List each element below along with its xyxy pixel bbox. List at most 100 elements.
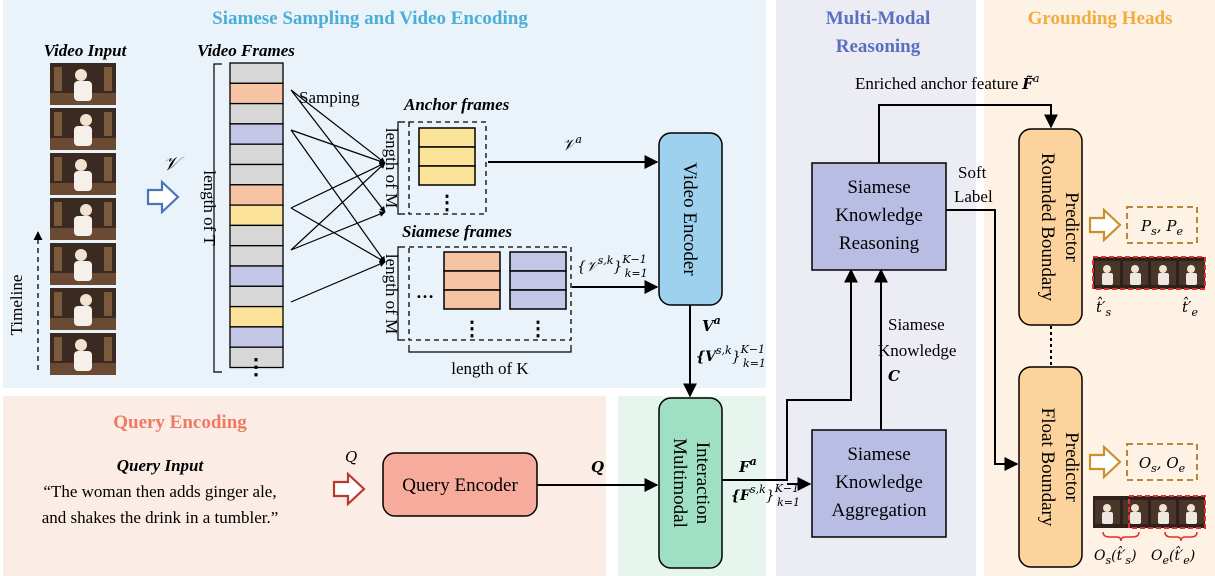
rounded-end-symbol: t̂′e [1182, 297, 1198, 319]
siamese-knowledge-label-1: Siamese [888, 315, 945, 334]
sampling-arrows [290, 89, 386, 303]
float-end-brace [1164, 531, 1198, 542]
video-frame [229, 346, 284, 369]
float-predictor-label-2: Predictor [1061, 432, 1082, 502]
siamese-knowledge-label-2: Knowledge [878, 341, 956, 360]
siamese-ellipsis-2: ⋮ [528, 318, 548, 340]
section-title-multimodal-reasoning-1: Multi-Modal [826, 8, 931, 29]
anchor-frames-box [408, 121, 487, 215]
section-title-grounding-heads: Grounding Heads [1028, 8, 1173, 29]
soft-label-2: Label [954, 187, 993, 206]
float-output-box [1126, 443, 1198, 481]
rounded-output-box [1126, 206, 1198, 244]
float-output-arrow [1088, 444, 1122, 480]
query-input-arrow [332, 471, 366, 507]
frames-ellipsis: ⋮ [245, 354, 267, 379]
rounded-output-arrow [1088, 207, 1122, 243]
video-input-thumbnails [50, 63, 116, 375]
query-text-line2: and shakes the drink in a tumbler.” [42, 508, 279, 527]
multimodal-interaction-label-1: Multimodal [669, 438, 690, 528]
anchor-frame-stack [418, 127, 476, 186]
rounded-boundary-predictor-box [1018, 128, 1083, 326]
float-end-symbol: Oe(t̂′e) [1151, 545, 1195, 567]
anchor-ellipsis: ⋮ [437, 192, 457, 214]
reasoning-label-1: Siamese [847, 177, 910, 198]
length-of-k-label: length of K [451, 359, 529, 378]
aggregation-label-1: Siamese [847, 444, 910, 465]
section-title-query-encoding: Query Encoding [113, 412, 247, 433]
video-frames-column [229, 62, 284, 369]
rounded-output-selection [1092, 256, 1206, 290]
video-frame [229, 245, 284, 267]
siamese-dots: … [416, 282, 434, 302]
video-thumbnail [50, 153, 116, 195]
siamese-ellipsis-1: ⋮ [462, 318, 482, 340]
siamese-lavender-stack [509, 251, 567, 310]
k-bracket [408, 345, 572, 353]
knowledge-reasoning-box [811, 162, 947, 271]
video-frame [229, 265, 284, 287]
rounded-output-text: Ps, Pe [1140, 217, 1183, 238]
video-frame [229, 62, 284, 84]
aggregation-label-3: Aggregation [832, 500, 927, 521]
section-title-multimodal-reasoning-2: Reasoning [836, 36, 921, 57]
siamese-frames-label: Siamese frames [402, 222, 512, 241]
siamese-m-bracket [397, 246, 405, 341]
soft-label-arrow [946, 209, 1019, 471]
soft-label-1: Soft [958, 163, 987, 182]
reasoning-label-2: Knowledge [835, 205, 923, 226]
video-frame [229, 184, 284, 206]
sampling-label: Samping [299, 88, 360, 107]
encoded-anchor-symbol: Va [702, 314, 721, 335]
siamese-peach-stack [443, 251, 501, 310]
fused-anchor-symbol: Fa [738, 455, 757, 476]
rounded-predictor-label-1: Rounded Boundary [1037, 153, 1058, 302]
video-thumbnail [50, 108, 116, 150]
enriched-feature-arrow [878, 104, 1058, 163]
video-frame [229, 305, 284, 328]
interaction-to-reasoning-arrow [722, 268, 858, 481]
anchor-frames-label: Anchor frames [403, 95, 510, 114]
siamese-frames-box [408, 246, 572, 341]
video-frame [229, 204, 284, 227]
query-encoder-label: Query Encoder [402, 475, 518, 496]
reasoning-label-3: Reasoning [839, 233, 920, 254]
video-thumbnail [50, 288, 116, 330]
video-frame [229, 285, 284, 308]
video-frame [229, 102, 284, 125]
video-input-label: Video Input [44, 41, 128, 60]
rounded-predictor-label-2: Predictor [1061, 192, 1082, 262]
frames-bracket [213, 63, 222, 373]
video-frame [229, 224, 284, 247]
video-input-arrow [146, 179, 180, 215]
anchor-length-of-m-label: length of M [382, 128, 401, 208]
aggregation-label-2: Knowledge [835, 472, 923, 493]
section-title-siamese-sampling: Siamese Sampling and Video Encoding [212, 8, 528, 29]
video-thumbnail [50, 333, 116, 375]
float-boundary-predictor-box [1018, 366, 1083, 568]
float-output-text: Os, Oe [1139, 454, 1186, 475]
siamese-length-of-m-label: length of M [382, 254, 401, 334]
float-output-selection [1128, 495, 1206, 529]
video-thumbnail [50, 243, 116, 285]
float-output-filmstrip [1093, 496, 1205, 528]
query-symbol: Q [345, 448, 357, 466]
video-frame [229, 326, 284, 348]
video-frames-label: Video Frames [197, 41, 295, 60]
length-of-t-label: length of T [200, 170, 219, 246]
knowledge-aggregation-box [811, 429, 947, 538]
siamese-knowledge-symbol: C [888, 367, 900, 385]
rounded-start-symbol: t̂′s [1096, 297, 1111, 319]
video-frame [229, 163, 284, 186]
float-start-symbol: Os(t̂′s) [1094, 545, 1137, 567]
query-text-line1: “The woman then adds ginger ale, [43, 482, 276, 501]
siamese-sampling-panel [3, 0, 766, 388]
float-predictor-label-1: Float Boundary [1037, 408, 1058, 527]
video-thumbnail [50, 198, 116, 240]
video-frame [229, 123, 284, 145]
